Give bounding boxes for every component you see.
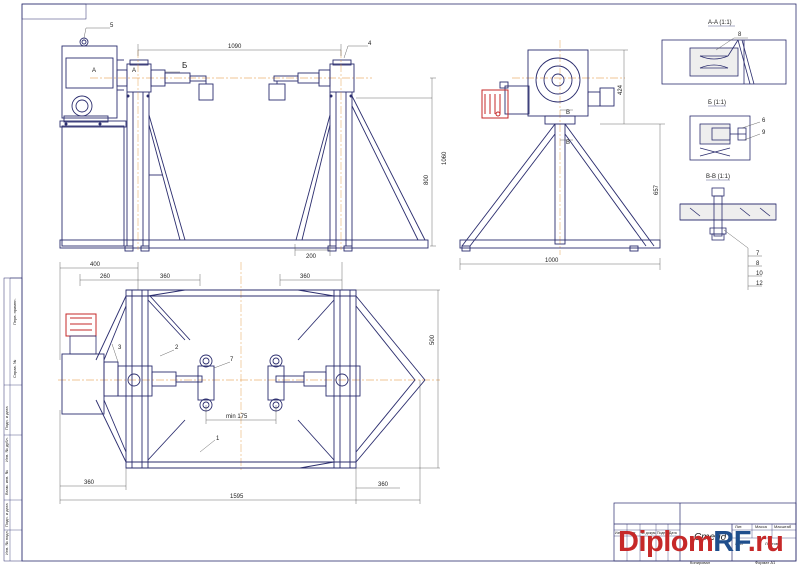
- tb-col-podp: Подп.: [657, 531, 666, 535]
- detail-bb-callout-b: 9: [762, 130, 766, 136]
- view-a-label: A: [92, 68, 96, 74]
- dim-1000: 1000: [545, 258, 559, 264]
- dim-1060: 1060: [442, 151, 448, 165]
- stamp-text-3: Взам. инв. №: [4, 470, 9, 495]
- sheet-frame: [3, 3, 797, 562]
- dim-500: 500: [430, 334, 436, 345]
- stamp-text-1: Инв. № подл.: [4, 530, 9, 555]
- dim-360-bottom-right: 360: [378, 482, 389, 488]
- front-view: 1090 800 200 5 4 Б A A: [59, 23, 436, 260]
- tb-sheets: Листов 1: [765, 541, 782, 546]
- tb-col-doc: № докум.: [641, 531, 656, 535]
- watermark-part2: RF: [713, 526, 748, 558]
- dim-360-left: 360: [160, 274, 171, 280]
- tb-mass: Масса: [755, 524, 768, 529]
- tb-sheet: Лист: [735, 541, 744, 546]
- stamp-text-6: Справ. №: [12, 360, 17, 378]
- detail-aa-callout: 8: [738, 32, 742, 38]
- detail-a-a: A-A (1:1) 8: [661, 20, 787, 85]
- detail-vv-callout-3: 10: [756, 271, 763, 277]
- tb-col-date: Дата: [669, 531, 677, 535]
- tb-format: Формат А1: [755, 560, 776, 565]
- dim-657: 657: [654, 184, 660, 195]
- detail-vv-callout-4: 12: [756, 281, 763, 287]
- stamp-text-4: Инв. № дубл.: [4, 437, 9, 462]
- detail-vv-callout-2: 8: [756, 261, 760, 267]
- dim-360-right: 360: [300, 274, 311, 280]
- side-view: 1000 657 424 1060 B B: [430, 40, 665, 270]
- stamp-text-2: Подп. и дата: [4, 503, 9, 527]
- dim-200: 200: [306, 254, 317, 260]
- dim-260: 260: [100, 274, 111, 280]
- callout-5: 5: [110, 23, 114, 29]
- plan-view: 400 260 360 360 500 min 175 360 360 1595…: [58, 262, 440, 504]
- view-a-label-2: A: [132, 68, 136, 74]
- detail-v-v: В-В (1:1) 7 8 10 12: [679, 174, 777, 290]
- callout-7: 7: [230, 357, 234, 363]
- detail-aa-title: A-A (1:1): [708, 20, 732, 26]
- tb-col-list: Лист: [628, 531, 636, 535]
- dim-360-bottom-left: 360: [84, 480, 95, 486]
- view-b-label: Б: [182, 61, 187, 70]
- view-v-label: B: [566, 110, 570, 116]
- tb-lit: Лит.: [735, 524, 742, 529]
- detail-vv-title: В-В (1:1): [706, 174, 730, 180]
- callout-2: 2: [175, 345, 179, 351]
- stamp-text-7: Перв. примен.: [12, 298, 17, 325]
- dim-1595: 1595: [230, 494, 244, 500]
- detail-bb-callout-a: 6: [762, 118, 766, 124]
- side-stamp: Инв. № подл. Подп. и дата Взам. инв. № И…: [4, 298, 17, 555]
- watermark-logo: DiplomRF.ru: [618, 526, 784, 558]
- dim-800: 800: [424, 174, 430, 185]
- title-block: Изм. Лист № докум. Подп. Дата Стенд Лит.…: [613, 502, 797, 565]
- view-v-label-2: B: [566, 140, 570, 146]
- stamp-text-5: Подп. и дата: [4, 406, 9, 430]
- detail-b: Б (1:1) 6 9: [689, 100, 766, 161]
- tb-scale: Масштаб: [774, 524, 792, 529]
- dim-1090: 1090: [228, 44, 242, 50]
- callout-3: 3: [118, 345, 122, 351]
- detail-bb-title: Б (1:1): [708, 100, 726, 106]
- watermark-part3: .ru: [747, 526, 784, 558]
- callout-1: 1: [216, 436, 220, 442]
- tb-copied: Копировал: [690, 560, 711, 565]
- dim-min175: min 175: [226, 414, 248, 420]
- tb-col-izm: Изм.: [615, 531, 623, 535]
- watermark-part1: Diplom: [618, 526, 714, 558]
- dim-424: 424: [618, 84, 624, 95]
- dim-400: 400: [90, 262, 101, 268]
- tb-name: Стенд: [694, 532, 727, 543]
- callout-4: 4: [368, 41, 372, 47]
- detail-vv-callout-1: 7: [756, 251, 760, 257]
